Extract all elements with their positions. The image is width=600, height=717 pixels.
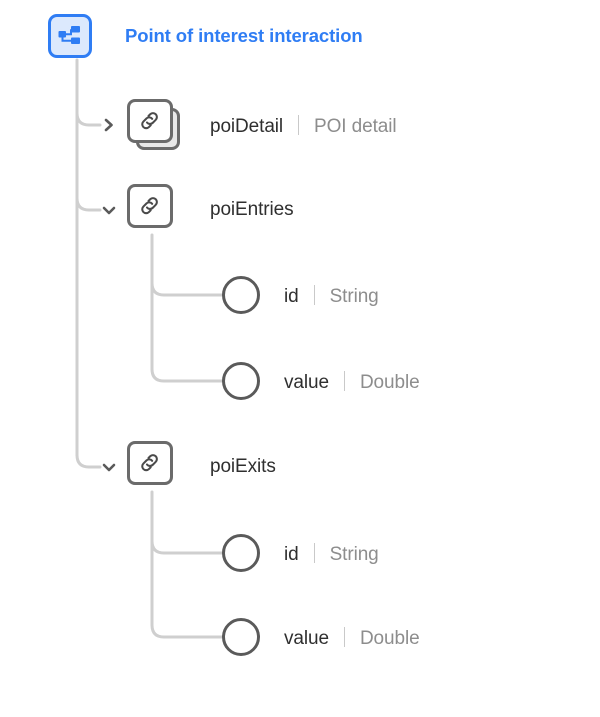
node-type: POI detail [314,116,397,137]
chevron-down-glyph [102,463,116,472]
leaf-label-group: value Double [284,624,420,650]
chevron-right-glyph [104,118,113,132]
card-front-sheet [127,441,173,485]
leaf-name: id [284,286,299,307]
branch-poientries [75,196,102,212]
leaf-type: String [329,286,379,307]
circle-node-icon [222,362,260,400]
tree-node-poientries[interactable]: poiEntries [100,184,294,236]
branch-poientries-value [150,367,224,383]
chevron-right-icon[interactable] [100,116,118,134]
root-node[interactable]: Point of interest interaction [48,14,363,58]
card-front-sheet [127,184,173,228]
link-glyph [141,197,158,215]
link-icon-stacked [126,99,182,151]
node-label-group: poiEntries [210,199,294,221]
page-title: Point of interest interaction [125,25,363,46]
branch-poiexits-id [150,539,224,555]
leaf-name: value [284,628,329,649]
leaf-label-group: id String [284,282,379,308]
label-divider [343,627,345,647]
circle-node-icon [222,534,260,572]
label-divider [343,371,345,391]
leaf-name: value [284,372,329,393]
tree-node-poiexits[interactable]: poiExits [100,441,276,493]
hierarchy-glyph [58,26,80,44]
tree-leaf-poientries-id[interactable]: id String [222,273,379,317]
link-glyph [141,454,158,472]
node-label-group: poiDetail POI detail [210,112,397,138]
branch-poidetail [75,111,102,127]
leaf-label-group: value Double [284,368,420,394]
leaf-label-group: id String [284,540,379,566]
leaf-type: Double [359,628,420,649]
tree-leaf-poiexits-value[interactable]: value Double [222,615,420,659]
node-name: poiExits [210,456,276,477]
tree-node-poidetail[interactable]: poiDetail POI detail [100,99,397,151]
tree-leaf-poientries-value[interactable]: value Double [222,359,420,403]
label-divider [298,115,300,135]
link-icon [126,184,182,236]
chevron-down-icon[interactable] [100,458,118,476]
card-front-sheet [127,99,173,143]
hierarchy-icon [48,14,92,58]
leaf-name: id [284,544,299,565]
node-label-group: poiExits [210,456,276,478]
leaf-type: String [329,544,379,565]
circle-node-icon [222,618,260,656]
node-name: poiEntries [210,199,294,220]
link-glyph [141,112,158,130]
label-divider [313,285,315,305]
branch-poiexits [75,453,102,469]
link-icon [126,441,182,493]
node-name: poiDetail [210,116,284,137]
chevron-down-glyph [102,206,116,215]
chevron-down-icon[interactable] [100,201,118,219]
branch-poiexits-value [150,623,224,639]
tree-leaf-poiexits-id[interactable]: id String [222,531,379,575]
leaf-type: Double [359,372,420,393]
label-divider [313,543,315,563]
circle-node-icon [222,276,260,314]
branch-poientries-id [150,281,224,297]
